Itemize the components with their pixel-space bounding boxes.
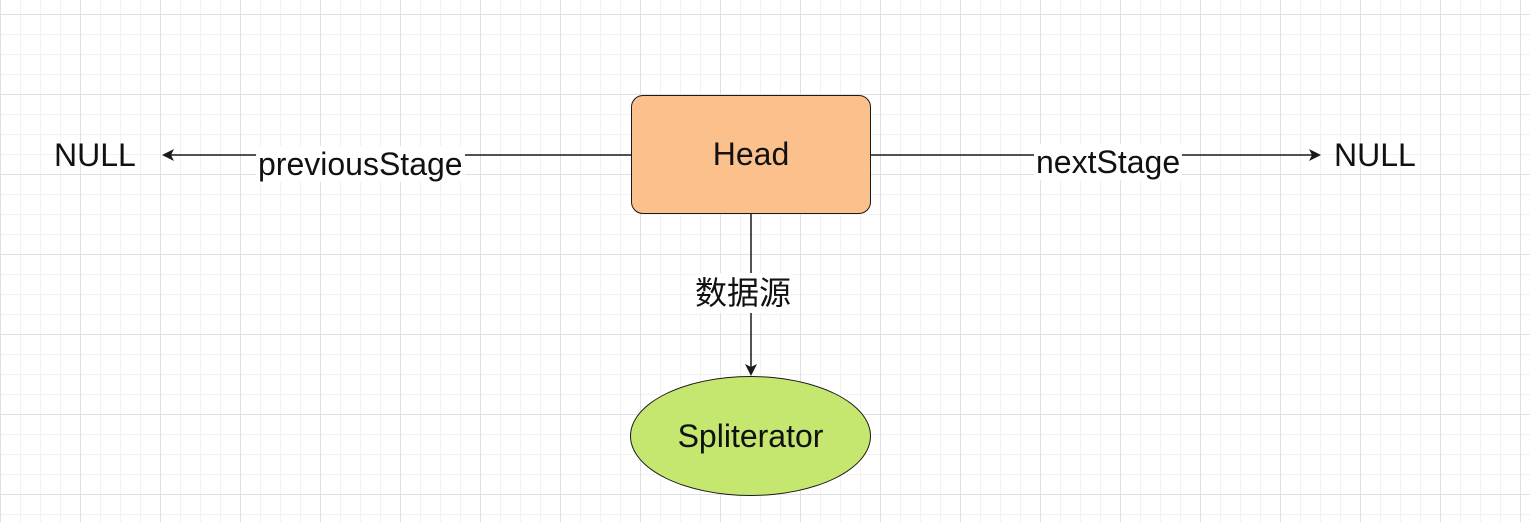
head-node[interactable]: Head (631, 95, 871, 214)
spliterator-node-label: Spliterator (677, 417, 824, 454)
edge-label-previous-stage: previousStage (256, 146, 465, 182)
edge-label-data-source: 数据源 (695, 273, 792, 313)
null-terminal-right: NULL (1334, 137, 1416, 173)
spliterator-node[interactable]: Spliterator (630, 376, 871, 496)
null-terminal-left: NULL (54, 137, 136, 173)
head-node-label: Head (712, 136, 790, 172)
edge-label-next-stage: nextStage (1034, 144, 1183, 180)
